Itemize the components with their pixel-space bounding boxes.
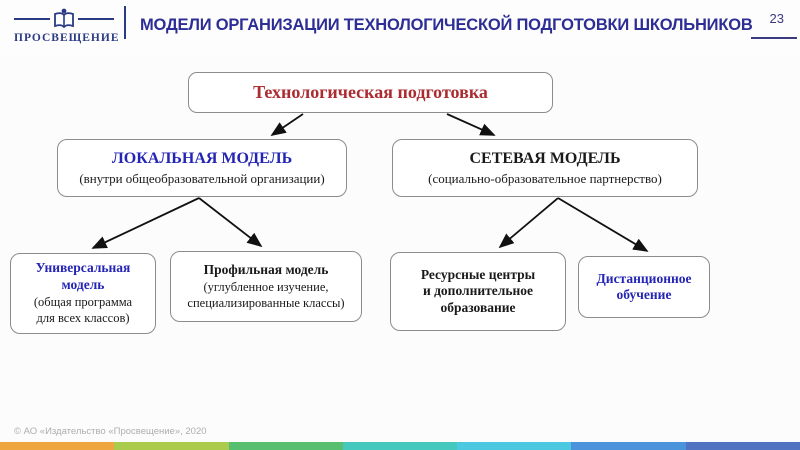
node-universal-model: Универсальная модель (общая программа дл… — [10, 253, 156, 334]
node-title: ЛОКАЛЬНАЯ МОДЕЛЬ — [111, 150, 293, 168]
slide-header: ПРОСВЕЩЕНИЕ МОДЕЛИ ОРГАНИЗАЦИИ ТЕХНОЛОГИ… — [0, 0, 800, 56]
node-resource-centers: Ресурсные центры и дополнительное образо… — [390, 252, 566, 331]
node-local-model: ЛОКАЛЬНАЯ МОДЕЛЬ (внутри общеобразовател… — [57, 139, 347, 197]
node-subtitle: (общая программа для всех классов) — [33, 295, 133, 325]
footer-color-bar — [0, 442, 800, 450]
node-subtitle: (внутри общеобразовательной организации) — [79, 170, 325, 186]
footer-bar-segment — [571, 442, 686, 450]
copyright-text: © АО «Издательство «Просвещение», 2020 — [14, 426, 207, 437]
footer-bar-segment — [228, 442, 343, 450]
logo-right-rule — [78, 18, 114, 20]
arrow-root-to-network — [446, 113, 496, 136]
footer-bar-segment — [114, 442, 229, 450]
node-title: Профильная модель — [203, 261, 329, 277]
node-title: Технологическая подготовка — [253, 81, 488, 102]
footer-bar-segment — [685, 442, 800, 450]
header-divider — [124, 6, 126, 39]
arrow-local-to-universal — [91, 197, 200, 249]
footer-bar-segment — [457, 442, 572, 450]
node-subtitle: (углубленное изучение, специализированны… — [187, 280, 345, 310]
open-book-emblem-icon — [54, 8, 74, 29]
footer-bar-segment — [0, 442, 115, 450]
publisher-logo: ПРОСВЕЩЕНИЕ — [14, 7, 120, 49]
node-title: Дистанционное обучение — [596, 270, 692, 302]
node-title: Ресурсные центры и дополнительное образо… — [420, 266, 536, 315]
slide-title: МОДЕЛИ ОРГАНИЗАЦИИ ТЕХНОЛОГИЧЕСКОЙ ПОДГО… — [140, 15, 753, 34]
page-number: 23 — [769, 11, 784, 26]
node-tech-preparation: Технологическая подготовка — [188, 72, 553, 113]
logo-emblem-row — [14, 7, 114, 31]
node-title: Универсальная модель — [35, 260, 131, 292]
arrow-network-to-distance — [557, 197, 649, 252]
footer-bar-segment — [342, 442, 458, 450]
node-subtitle: (социально-образовательное партнерство) — [428, 170, 662, 186]
arrow-network-to-resource — [498, 197, 559, 249]
logo-wordmark: ПРОСВЕЩЕНИЕ — [14, 32, 120, 44]
arrow-root-to-local — [270, 113, 304, 137]
node-profile-model: Профильная модель (углубленное изучение,… — [170, 251, 362, 322]
node-title: СЕТЕВАЯ МОДЕЛЬ — [469, 150, 621, 168]
arrow-local-to-profile — [198, 197, 263, 248]
node-distance-learning: Дистанционное обучение — [578, 256, 710, 318]
page-number-rule — [751, 37, 797, 39]
logo-left-rule — [14, 18, 50, 20]
node-network-model: СЕТЕВАЯ МОДЕЛЬ (социально-образовательно… — [392, 139, 698, 197]
